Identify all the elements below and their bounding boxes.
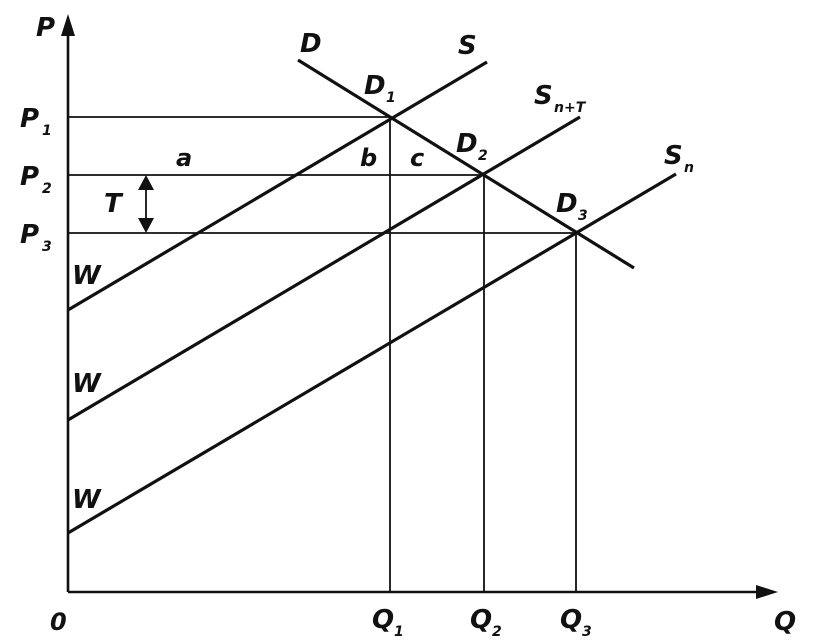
svg-text:S: S	[664, 141, 683, 171]
point-label-d2: D 2	[456, 129, 488, 164]
svg-text:1: 1	[386, 90, 396, 106]
demand-label: D	[300, 29, 322, 59]
svg-text:Q: Q	[560, 605, 582, 635]
svg-text:2: 2	[42, 181, 52, 197]
price-label-p2: P 2	[20, 162, 52, 197]
x-axis-label: Q	[774, 607, 796, 637]
area-label-a: a	[176, 144, 192, 172]
svg-text:2: 2	[492, 624, 502, 640]
supply-label-s-n-plus-t: S n+T	[534, 81, 587, 116]
supply-curve-s-n	[67, 172, 677, 535]
price-label-p1: P 1	[20, 104, 52, 139]
svg-text:D: D	[364, 71, 386, 101]
y-axis-label: P	[36, 13, 55, 43]
svg-text:P: P	[20, 220, 39, 250]
quantity-label-q1: Q 1	[372, 605, 404, 640]
x-axis-arrow	[756, 585, 778, 599]
demand-curve	[297, 58, 635, 270]
quantity-label-q2: Q 2	[470, 605, 502, 640]
quantity-label-q3: Q 3	[560, 605, 592, 640]
svg-text:1: 1	[42, 123, 52, 139]
svg-text:n+T: n+T	[554, 100, 587, 116]
w-label-lower: W	[72, 485, 102, 515]
tax-label: T	[104, 189, 124, 219]
svg-text:Q: Q	[372, 605, 394, 635]
svg-text:n: n	[684, 160, 694, 176]
svg-text:3: 3	[42, 239, 52, 255]
area-label-b: b	[360, 144, 377, 172]
area-label-c: c	[410, 144, 424, 172]
supply-label-s: S	[458, 31, 477, 61]
svg-text:P: P	[20, 162, 39, 192]
y-axis-arrow	[61, 14, 75, 36]
origin-label: 0	[50, 608, 67, 636]
w-label-middle: W	[72, 369, 102, 399]
tax-arrow-down	[138, 218, 154, 233]
svg-text:1: 1	[394, 624, 404, 640]
point-label-d3: D 3	[556, 189, 588, 224]
w-label-upper: W	[72, 261, 102, 291]
supply-curve-s-n-plus-t	[67, 115, 581, 422]
svg-text:S: S	[534, 81, 553, 111]
point-label-d1: D 1	[364, 71, 396, 106]
svg-text:Q: Q	[470, 605, 492, 635]
svg-text:2: 2	[478, 148, 488, 164]
svg-text:3: 3	[582, 624, 592, 640]
supply-curve-s	[67, 60, 488, 312]
tax-arrow-up	[138, 175, 154, 190]
svg-text:P: P	[20, 104, 39, 134]
svg-text:D: D	[556, 189, 578, 219]
svg-text:D: D	[456, 129, 478, 159]
svg-text:3: 3	[578, 208, 588, 224]
price-label-p3: P 3	[20, 220, 52, 255]
supply-label-s-n: S n	[664, 141, 694, 176]
